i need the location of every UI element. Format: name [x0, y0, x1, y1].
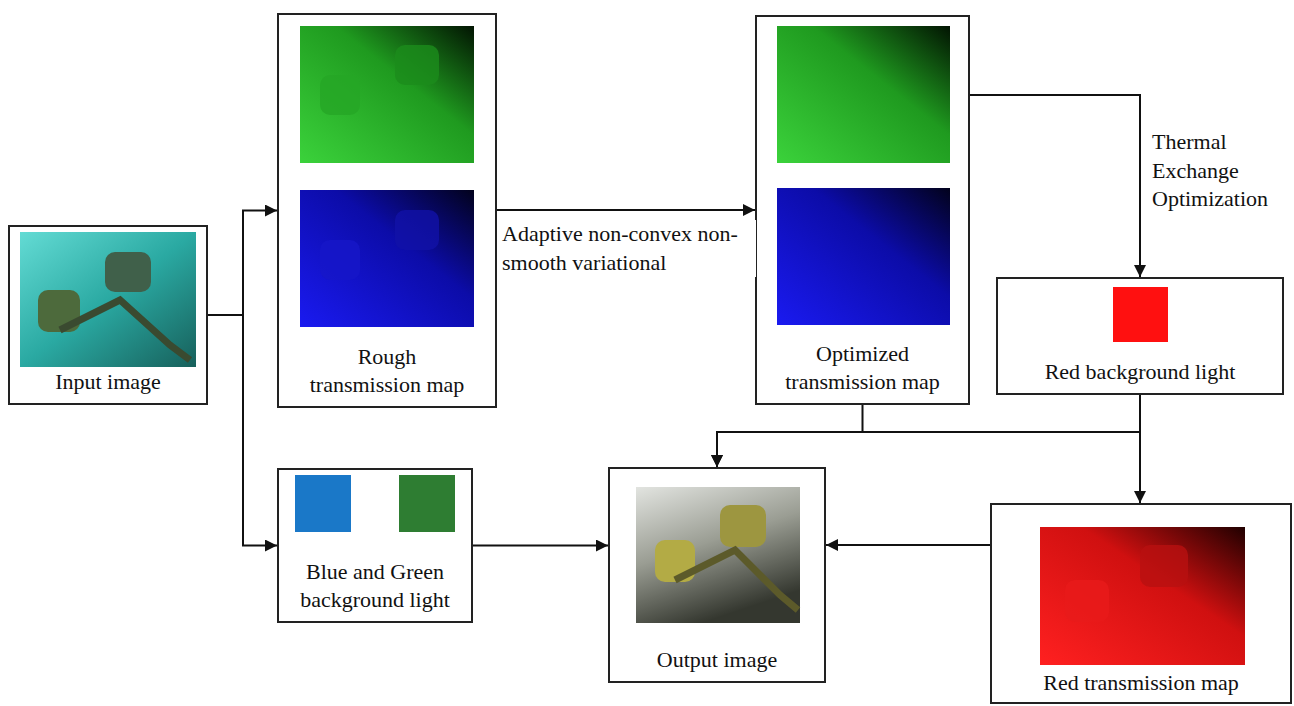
image-box: Red background light: [996, 277, 1284, 395]
photo-object: [720, 505, 766, 547]
flow-arrow: [826, 544, 990, 546]
transmission-pictures: [300, 26, 950, 327]
box-caption: Blue and Green background light: [285, 558, 465, 615]
photo-object: [675, 550, 798, 610]
blue-map: [777, 188, 950, 325]
photo-ground: [636, 487, 800, 623]
image-box: Blue and Green background light: [277, 468, 473, 623]
flow-arrow: [717, 405, 863, 467]
image-box: Output image: [608, 467, 826, 683]
photo-ground: [20, 232, 196, 367]
flow-arrow: [497, 209, 755, 211]
blue-map: [300, 190, 474, 327]
photo-object: [60, 300, 190, 360]
box-caption: Red transmission map: [1043, 669, 1239, 698]
input-photo: [20, 232, 196, 367]
green-map: [300, 26, 474, 163]
red-map: [1040, 527, 1245, 665]
output-photo: [636, 487, 800, 623]
green-map: [777, 26, 950, 163]
flow-arrow: [473, 545, 608, 547]
image-box: Input image: [8, 225, 208, 405]
box-caption: Optimized transmission map: [779, 340, 947, 397]
map-shape: [320, 240, 360, 280]
flow-arrow: [208, 211, 277, 316]
box-caption: Output image: [657, 646, 777, 675]
photo-object: [105, 252, 151, 292]
image-box: Red transmission map: [990, 503, 1292, 704]
box-caption: Red background light: [1045, 358, 1236, 387]
map-shape: [320, 75, 360, 115]
flow-arrow: [970, 95, 1140, 277]
red-map-picture: [1040, 527, 1245, 665]
red-swatch: [1113, 287, 1168, 342]
box-caption: Input image: [55, 368, 161, 397]
flow-arrow: [717, 395, 1140, 467]
image-box: Optimized transmission map: [755, 15, 970, 405]
edge-label: Thermal Exchange Optimization: [1150, 128, 1290, 214]
green-swatch: [399, 475, 455, 532]
map-shape: [395, 210, 439, 250]
blue-swatch: [295, 475, 351, 532]
map-shape: [395, 45, 439, 85]
flow-arrow: [208, 315, 277, 546]
image-box: Rough transmission map: [277, 13, 497, 408]
edge-label: Adaptive non-convex non-smooth variation…: [500, 220, 756, 277]
map-shape: [1065, 580, 1109, 622]
flow-arrow: [1139, 395, 1141, 503]
box-caption: Rough transmission map: [303, 343, 471, 400]
map-shape: [1140, 545, 1188, 587]
